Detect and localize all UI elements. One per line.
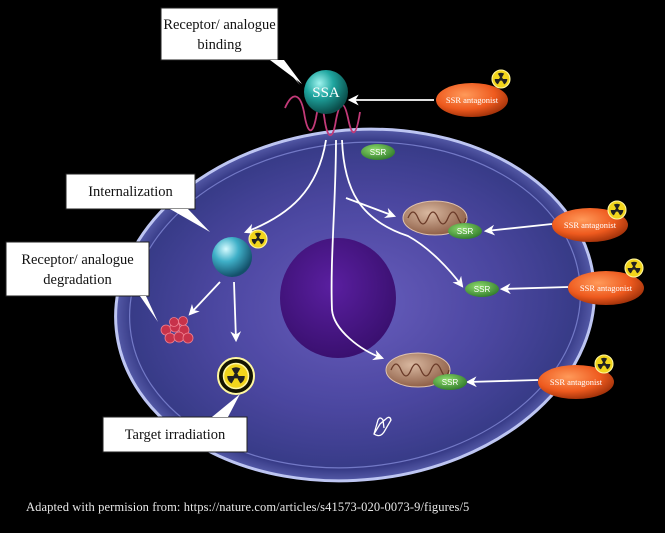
callout-irradiation: Target irradiation bbox=[102, 394, 248, 453]
ssr-mito-upper-label: SSR bbox=[457, 227, 474, 236]
receptor-wave bbox=[284, 95, 361, 137]
ssr-antagonist-upper: SSR antagonist bbox=[552, 208, 628, 242]
callout-degradation-line2: degradation bbox=[43, 272, 112, 288]
callout-binding-line2: binding bbox=[197, 37, 241, 53]
internalized-complex bbox=[212, 237, 252, 277]
callout-internalization: Internalization bbox=[65, 173, 210, 232]
ssa-label: SSA bbox=[312, 85, 340, 101]
ssr-antagonist-upper-label: SSR antagonist bbox=[564, 220, 617, 230]
callout-degradation-line1: Receptor/ analogue bbox=[21, 252, 133, 268]
ssr-antagonist-mid-label: SSR antagonist bbox=[580, 283, 633, 293]
ssr-antagonist-lower: SSR antagonist bbox=[538, 365, 614, 399]
ssr-mid bbox=[465, 281, 499, 297]
arrow-antagonist-to-ssr-mid bbox=[499, 283, 569, 295]
radioactive-icon bbox=[248, 229, 268, 249]
ssr-membrane-label: SSR bbox=[370, 148, 387, 157]
callout-binding: Receptor/ analogue binding bbox=[160, 7, 302, 85]
radioactive-icon bbox=[222, 362, 250, 390]
ssr-antagonist-lower-label: SSR antagonist bbox=[550, 377, 603, 387]
mitochondrion-lower-icon bbox=[385, 352, 451, 388]
ssr-mito-upper bbox=[448, 223, 482, 239]
source-caption: Adapted with permision from: https://nat… bbox=[26, 500, 470, 514]
callout-internalization-text: Internalization bbox=[88, 184, 173, 200]
radioactive-icon bbox=[594, 354, 614, 374]
ssr-antagonist-top: SSR antagonist bbox=[436, 83, 508, 117]
arrow-antagonist-to-ssr-upper bbox=[483, 223, 553, 236]
callout-irradiation-text: Target irradiation bbox=[125, 427, 226, 443]
arrow-to-mito-lower bbox=[330, 139, 385, 361]
radioactive-icon bbox=[624, 258, 644, 278]
arrow-antagonist-to-ssr-lower bbox=[465, 376, 539, 388]
callout-degradation: Receptor/ analogue degradation bbox=[5, 241, 158, 322]
arrow-to-internalization bbox=[243, 139, 327, 234]
arrow-to-irradiation bbox=[230, 281, 242, 343]
arrow-to-ssr-mid bbox=[341, 139, 464, 288]
nucleus bbox=[280, 238, 396, 358]
cursor-hand-icon bbox=[373, 416, 392, 437]
ssr-antagonist-mid: SSR antagonist bbox=[568, 271, 644, 305]
ssr-antagonist-top-label: SSR antagonist bbox=[446, 95, 499, 105]
degradation-fragments bbox=[160, 316, 194, 344]
ssr-mito-lower-label: SSR bbox=[442, 378, 459, 387]
ssr-mid-label: SSR bbox=[474, 285, 491, 294]
ssa-ligand bbox=[304, 70, 348, 114]
ssr-mito-lower bbox=[433, 374, 467, 390]
arrow-to-degradation bbox=[188, 281, 221, 316]
arrows bbox=[188, 94, 569, 388]
radioactive-icon bbox=[491, 69, 511, 89]
ssr-membrane bbox=[361, 144, 395, 160]
callout-binding-line1: Receptor/ analogue bbox=[163, 17, 275, 33]
radioactive-icon bbox=[607, 200, 627, 220]
arrow-to-mito-upper bbox=[345, 197, 397, 219]
